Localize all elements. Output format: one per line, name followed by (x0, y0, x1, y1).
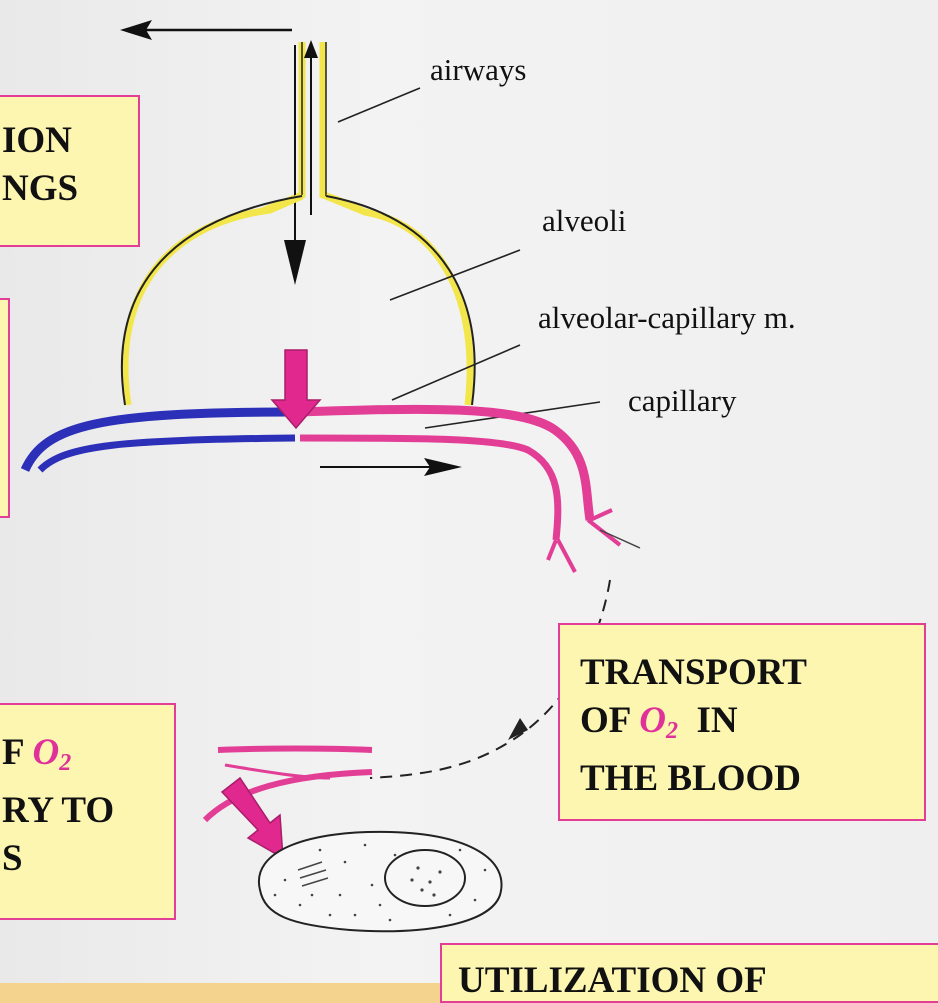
ventilation-box: ION NGS (0, 95, 140, 247)
transport-of: OF (580, 700, 639, 741)
ventilation-line-1: ION (2, 117, 138, 165)
capillary-label: capillary (628, 383, 736, 419)
exhale-arrow (120, 20, 292, 40)
airways-label: airways (430, 52, 526, 88)
ventilation-line-2: NGS (2, 165, 138, 213)
oxygen-letter: O (639, 700, 666, 741)
airway-tube (260, 42, 365, 212)
diffusion-tissue-line-2: RY TO (2, 787, 174, 835)
oxygen-subscript: 2 (666, 718, 678, 744)
oxygen-subscript-2: 2 (59, 750, 71, 776)
diffusion-lungs-box (0, 298, 10, 518)
transport-in: IN (678, 700, 738, 741)
utilization-line-1: UTILIZATION OF (458, 957, 938, 1003)
diffusion-tissue-box: F O2 RY TO S (0, 703, 176, 920)
oxygen-symbol-2: O2 (32, 732, 71, 773)
diffusion-tissue-line-1: F O2 (2, 729, 174, 787)
diffusion-tissue-line-3: S (2, 835, 174, 883)
transport-line-2: OF O2 IN (580, 697, 924, 755)
diffusion-of: F (2, 732, 32, 773)
utilization-box: UTILIZATION OF (440, 943, 938, 1003)
capillary-venous (25, 412, 295, 470)
oxygen-symbol: O2 (639, 700, 678, 741)
transport-line-1: TRANSPORT (580, 649, 924, 697)
pencil-mark (600, 530, 640, 548)
transport-box: TRANSPORT OF O2 IN THE BLOOD (558, 623, 926, 821)
alveolar-capillary-membrane-label: alveolar-capillary m. (538, 300, 796, 336)
alveoli-label: alveoli (542, 203, 626, 239)
blood-flow-arrow (320, 458, 462, 476)
tissue-capillary (205, 749, 372, 821)
oxygen-letter-2: O (32, 732, 59, 773)
tissue-cell (259, 832, 502, 931)
capillary-arterial (300, 409, 620, 572)
transport-line-3: THE BLOOD (580, 755, 924, 803)
